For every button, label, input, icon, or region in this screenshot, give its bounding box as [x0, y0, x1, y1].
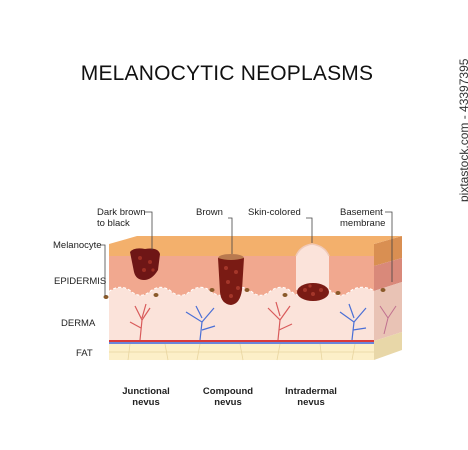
compound-nevus-texture [224, 266, 240, 298]
label-junctional-nevus: Junctional nevus [116, 386, 176, 408]
label-basement-membrane: Basement membrane [340, 207, 385, 229]
compound-nevus [218, 258, 244, 305]
red-vessel-1 [129, 303, 151, 341]
fat-cells [109, 343, 374, 361]
intradermal-bump-outline [295, 243, 330, 257]
side-vessel [379, 305, 397, 335]
label-intradermal-line1: Intradermal [285, 386, 337, 397]
junctional-nevus-texture [138, 256, 155, 272]
label-intradermal-nevus: Intradermal nevus [278, 386, 344, 408]
dermis-side-face [374, 282, 402, 341]
label-dark-brown-line1: Dark brown [97, 207, 146, 218]
label-compound-nevus: Compound nevus [198, 386, 258, 408]
surface-side-face [374, 236, 402, 266]
fat-side-face [374, 332, 402, 360]
epidermis-side-face [374, 258, 402, 291]
intradermal-bump [296, 244, 329, 290]
label-compound-line2: nevus [214, 397, 242, 408]
label-compound-line1: Compound [202, 386, 254, 397]
intradermal-nevus-texture [303, 284, 323, 296]
junctional-nevus [130, 248, 160, 280]
label-skin-colored: Skin-colored [248, 207, 301, 218]
label-melanocyte: Melanocyte [53, 240, 102, 251]
label-basement-line1: Basement [340, 207, 383, 218]
label-derma: DERMA [61, 318, 96, 329]
leader-lines [100, 211, 393, 296]
label-dark-brown: Dark brown to black [97, 207, 146, 229]
diagram-title: MELANOCYTIC NEOPLASMS [80, 62, 374, 85]
blue-vessel-1 [185, 305, 216, 341]
melanocyte-cells [103, 288, 386, 299]
label-epidermis: EPIDERMIS [54, 276, 107, 287]
label-junctional-line2: nevus [132, 397, 160, 408]
blue-vessel-2 [339, 303, 367, 341]
label-intradermal-line2: nevus [297, 397, 325, 408]
red-vessel-2 [267, 301, 293, 341]
label-fat: FAT [76, 348, 93, 359]
dermis-layer [109, 287, 374, 341]
skin-surface-top [109, 236, 402, 244]
label-junctional-line1: Junctional [122, 386, 170, 397]
label-brown: Brown [196, 207, 223, 218]
label-dark-brown-line2: to black [97, 218, 130, 229]
label-basement-line2: membrane [340, 218, 386, 229]
